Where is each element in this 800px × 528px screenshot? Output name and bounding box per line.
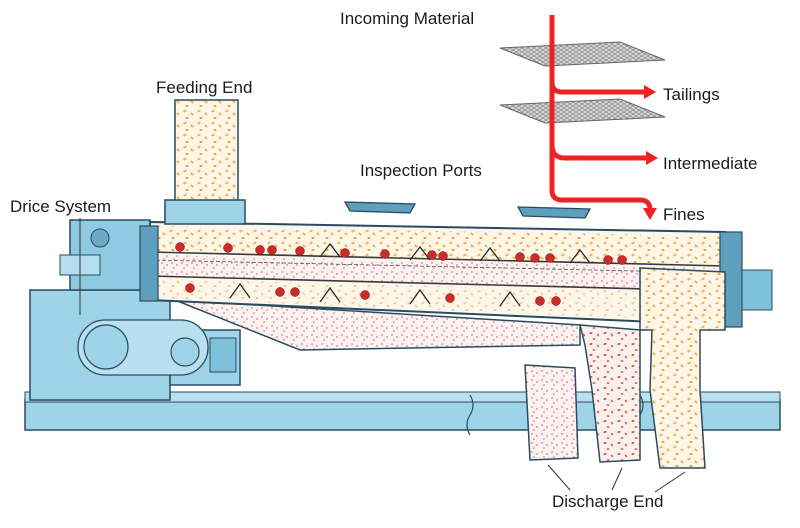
arrow-head-fines: [643, 208, 657, 220]
drive-system-label: Drice System: [10, 197, 112, 216]
incoming-material-label: Incoming Material: [340, 9, 475, 28]
discharge-end-label: Discharge End: [552, 492, 664, 511]
arrow-head-intermediate: [646, 151, 658, 165]
discharge-chutes: [524, 267, 726, 493]
inspection-ports-label: Inspection Ports: [360, 161, 482, 180]
arrow-head-tailings: [644, 85, 656, 99]
separation-schematic: [499, 15, 666, 220]
fines-label: Fines: [663, 205, 705, 224]
feeding-end-label: Feeding End: [156, 78, 253, 97]
intermediate-label: Intermediate: [663, 154, 758, 173]
tailings-particles: [175, 242, 627, 306]
tailings-label: Tailings: [663, 85, 720, 104]
feeding-chute: [164, 99, 246, 225]
top-screen-mesh: [499, 41, 666, 67]
flow-arrow-fines: [549, 145, 653, 211]
drive-system: [29, 219, 241, 401]
bottom-screen-mesh: [499, 98, 666, 124]
inspection-ports: [343, 201, 592, 219]
lower-hopper: [174, 299, 581, 351]
